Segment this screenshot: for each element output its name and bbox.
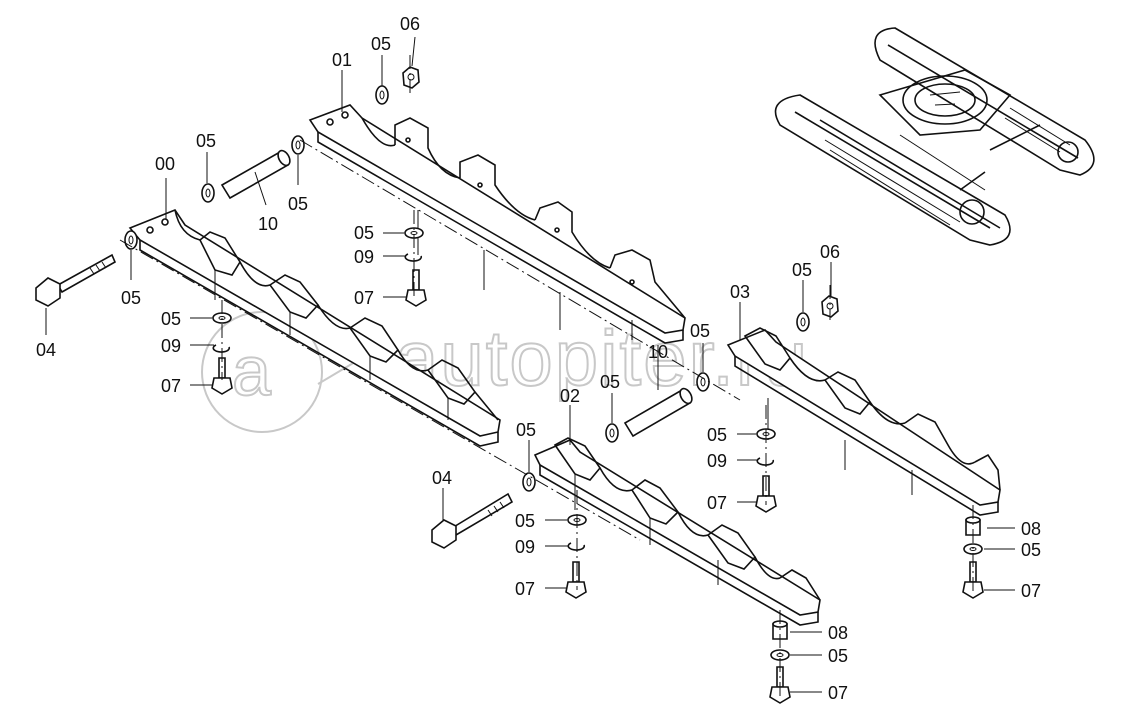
callout-01: 01: [332, 50, 352, 70]
track-assembly-illustration: [774, 27, 1095, 246]
callout-06: 06: [820, 242, 840, 262]
leader-lines: [45, 36, 1015, 693]
callout-05: 05: [196, 131, 216, 151]
guard-rail-00: [128, 209, 501, 447]
callout-05: 05: [600, 372, 620, 392]
callout-00: 00: [155, 154, 175, 174]
callout-05: 05: [1021, 540, 1041, 560]
callout-09: 09: [707, 451, 727, 471]
callout-05: 05: [371, 34, 391, 54]
callout-05: 05: [161, 309, 181, 329]
watermark-logo-circle: [201, 311, 323, 433]
callout-07: 07: [354, 288, 374, 308]
callout-05: 05: [707, 425, 727, 445]
callout-04-left: 04: [36, 340, 56, 360]
callout-03: 03: [730, 282, 750, 302]
callout-10: 10: [258, 214, 278, 234]
callout-05: 05: [792, 260, 812, 280]
callout-09: 09: [354, 247, 374, 267]
callout-labels: 01 00 02 03 04 04 05 05 05 05 05 05 05 0…: [36, 14, 1041, 703]
pin-10-lower: [623, 387, 693, 438]
callout-05: 05: [690, 321, 710, 341]
callout-09: 09: [515, 537, 535, 557]
callout-05: 05: [828, 646, 848, 666]
guard-rail-01: [308, 104, 686, 344]
callout-05: 05: [354, 223, 374, 243]
callout-08: 08: [828, 623, 848, 643]
callout-07: 07: [515, 579, 535, 599]
callout-06: 06: [400, 14, 420, 34]
pin-10-upper: [220, 149, 291, 200]
callout-07: 07: [828, 683, 848, 703]
assembly-lines: [119, 55, 974, 700]
callout-04-right: 04: [432, 468, 452, 488]
callout-07: 07: [707, 493, 727, 513]
callout-02: 02: [560, 386, 580, 406]
callout-07: 07: [161, 376, 181, 396]
bolt-04-left: [35, 253, 117, 307]
callout-05: 05: [515, 511, 535, 531]
watermark: a autopiter.ru: [201, 311, 808, 433]
callout-08: 08: [1021, 519, 1041, 539]
guard-rail-03: [726, 327, 1001, 516]
bolt-04-right: [431, 492, 514, 549]
callout-05: 05: [121, 288, 141, 308]
watermark-logo-letter: a: [232, 332, 273, 410]
callout-07: 07: [1021, 581, 1041, 601]
callout-10: 10: [648, 342, 668, 362]
guard-rail-02: [533, 437, 821, 626]
callout-05: 05: [288, 194, 308, 214]
spacers-08: [772, 516, 981, 640]
callout-09: 09: [161, 336, 181, 356]
callout-05: 05: [516, 420, 536, 440]
